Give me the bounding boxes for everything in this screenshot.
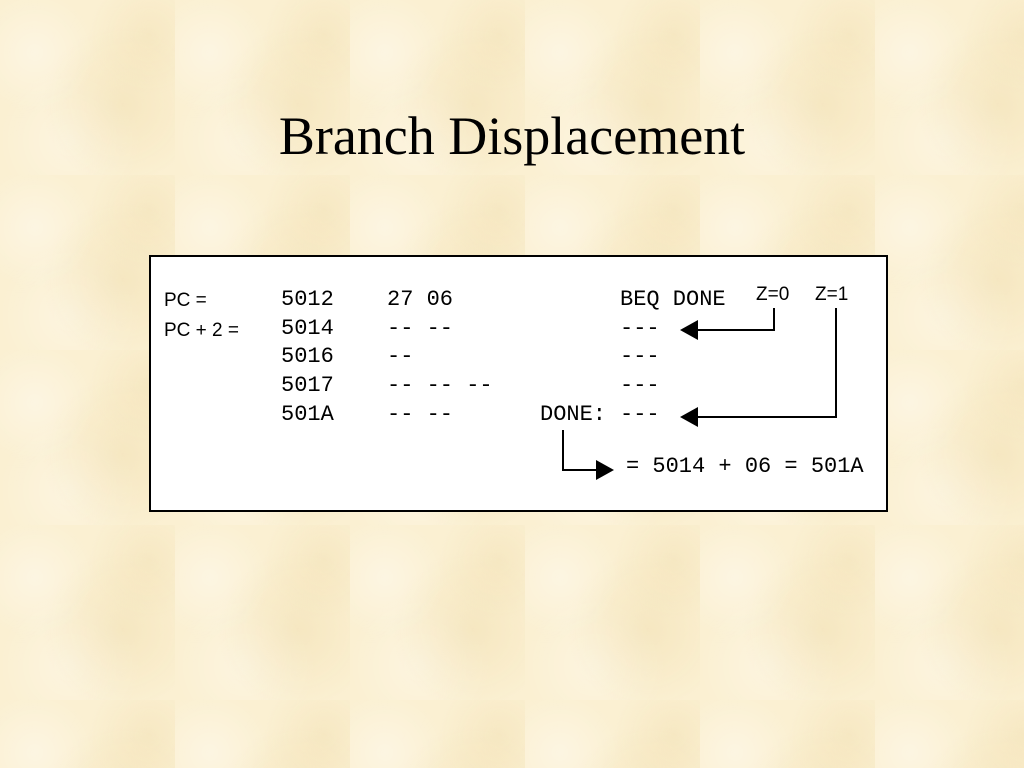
slide-title: Branch Displacement xyxy=(278,106,746,166)
bytes-row-3: -- xyxy=(387,344,414,369)
bytes-row-5: -- -- xyxy=(387,402,454,427)
bytes-row-2: -- -- xyxy=(387,316,454,341)
address-5012: 5012 xyxy=(281,287,334,312)
flag-z1-label: Z=1 xyxy=(815,284,849,305)
instruction-row-5: --- xyxy=(620,402,660,427)
address-501a: 501A xyxy=(281,402,334,427)
done-label: DONE: xyxy=(540,402,607,427)
flag-z0-label: Z=0 xyxy=(756,284,790,305)
address-5014: 5014 xyxy=(281,316,334,341)
instruction-row-3: --- xyxy=(620,344,660,369)
pc-plus-2-label: PC + 2 = xyxy=(164,320,239,341)
displacement-calculation: = 5014 + 06 = 501A xyxy=(626,454,864,479)
bytes-row-4: -- -- -- xyxy=(387,373,493,398)
address-5016: 5016 xyxy=(281,344,334,369)
address-5017: 5017 xyxy=(281,373,334,398)
instruction-row-1: BEQ DONE xyxy=(620,287,726,312)
bytes-row-1: 27 06 xyxy=(387,287,454,312)
instruction-row-2: --- xyxy=(620,316,660,341)
pc-label: PC = xyxy=(164,290,207,311)
instruction-row-4: --- xyxy=(620,373,660,398)
